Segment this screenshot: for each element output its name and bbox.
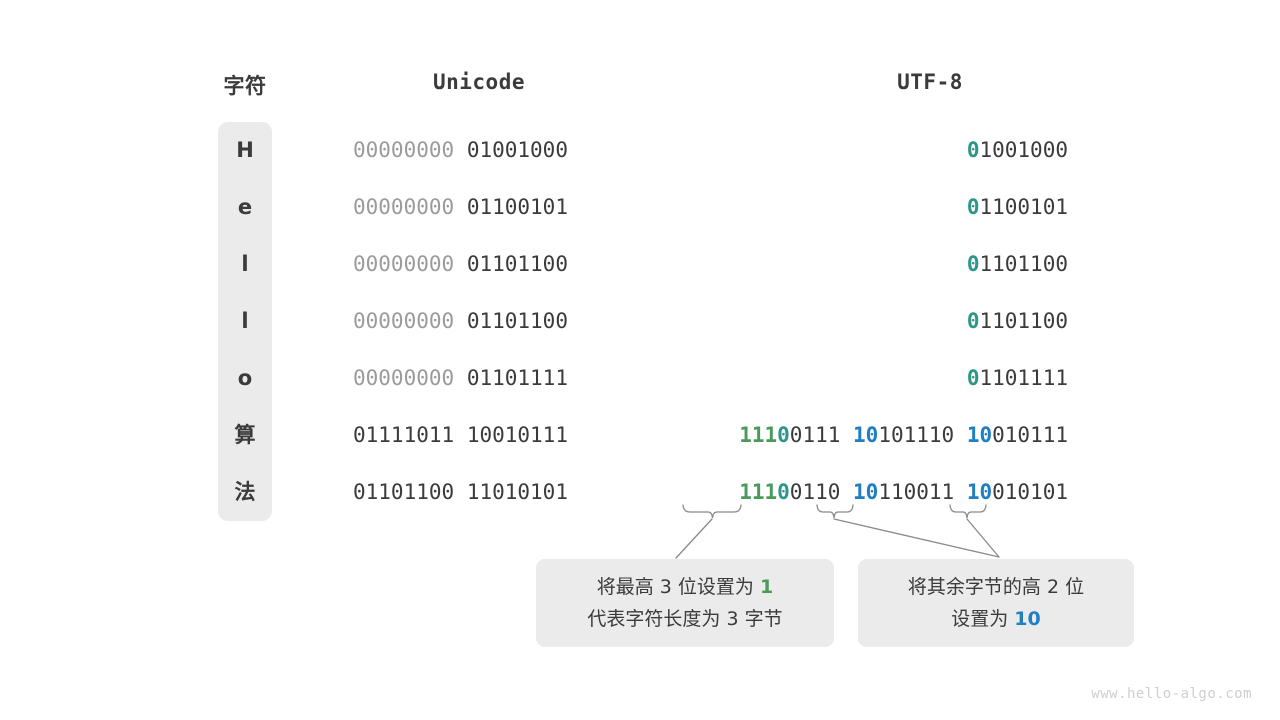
callout-right-line-2-text: 设置为	[951, 608, 1015, 630]
utf8-byte-payload: 010101	[992, 480, 1068, 504]
utf8-byte-payload: 101110	[878, 423, 955, 447]
unicode-low-byte: 01101100	[466, 252, 568, 276]
unicode-low-byte: 01101111	[466, 366, 568, 390]
utf8-byte-prefix: 10	[853, 480, 879, 504]
callout-left-highlight: 1	[759, 576, 774, 598]
column-header-character: 字符	[223, 74, 267, 98]
utf8-byte-payload: 0110	[789, 480, 841, 504]
utf8-byte-prefix-terminator: 0	[777, 423, 790, 447]
callout-right-line-2: 设置为 10	[876, 603, 1116, 635]
utf8-byte-prefix: 0	[966, 252, 980, 276]
cell-utf8: 11100110 10110011 10010101	[739, 464, 1068, 521]
utf8-byte-prefix: 111	[739, 423, 778, 447]
cell-character: 算	[234, 423, 256, 447]
utf8-byte-gap	[840, 423, 853, 447]
utf8-byte-prefix-terminator: 0	[777, 480, 790, 504]
unicode-byte-gap	[454, 252, 467, 276]
utf8-byte-payload: 010111	[992, 423, 1068, 447]
cell-character: l	[241, 252, 249, 276]
callout-continuation-bits: 将其余字节的高 2 位 设置为 10	[858, 559, 1134, 647]
utf8-byte-prefix: 0	[966, 309, 980, 333]
callout-leading-bits: 将最高 3 位设置为 1 代表字符长度为 3 字节	[536, 559, 834, 647]
cell-character: 法	[234, 480, 256, 504]
cell-utf8: 01100101	[967, 179, 1068, 236]
callout-left-line-1: 将最高 3 位设置为 1	[554, 571, 816, 603]
utf8-byte-payload: 1001000	[979, 138, 1068, 162]
unicode-high-byte: 00000000	[353, 309, 455, 333]
unicode-high-byte: 01111011	[353, 423, 455, 447]
unicode-byte-gap	[454, 309, 467, 333]
cell-utf8: 01101111	[967, 350, 1068, 407]
cell-unicode: 00000000 01101100	[353, 236, 609, 293]
unicode-low-byte: 01101100	[466, 309, 568, 333]
utf8-byte-prefix: 10	[853, 423, 879, 447]
unicode-high-byte: 00000000	[353, 138, 455, 162]
unicode-byte-gap	[454, 480, 467, 504]
utf8-byte-prefix: 111	[739, 480, 778, 504]
callout-left-line-2: 代表字符长度为 3 字节	[587, 608, 783, 630]
cell-character: l	[241, 309, 249, 333]
watermark: www.hello-algo.com	[1091, 686, 1252, 702]
unicode-byte-gap	[454, 195, 467, 219]
column-header-utf8: UTF-8	[897, 70, 963, 94]
cell-character: H	[236, 138, 254, 162]
unicode-low-byte: 10010111	[466, 423, 568, 447]
unicode-low-byte: 01100101	[466, 195, 568, 219]
unicode-byte-gap	[454, 423, 467, 447]
utf8-byte-gap	[954, 480, 967, 504]
unicode-low-byte: 11010101	[466, 480, 568, 504]
cell-utf8: 01101100	[967, 236, 1068, 293]
utf8-byte-payload: 1101100	[979, 309, 1068, 333]
utf8-byte-prefix: 10	[966, 480, 993, 504]
utf8-byte-gap	[954, 423, 967, 447]
utf8-byte-payload: 1100101	[979, 195, 1068, 219]
cell-unicode: 00000000 01100101	[353, 179, 609, 236]
cell-utf8: 11100111 10101110 10010111	[739, 407, 1068, 464]
unicode-high-byte: 00000000	[353, 366, 455, 390]
unicode-high-byte: 01101100	[353, 480, 455, 504]
cell-utf8: 01101100	[967, 293, 1068, 350]
utf8-byte-gap	[840, 480, 853, 504]
cell-unicode: 01101100 11010101	[353, 464, 609, 521]
utf8-byte-payload: 0111	[789, 423, 841, 447]
cell-unicode: 00000000 01001000	[353, 122, 609, 179]
utf8-byte-prefix: 10	[966, 423, 993, 447]
unicode-high-byte: 00000000	[353, 252, 455, 276]
cell-unicode: 00000000 01101100	[353, 293, 609, 350]
utf8-byte-prefix: 0	[966, 366, 980, 390]
unicode-high-byte: 00000000	[353, 195, 455, 219]
cell-utf8: 01001000	[967, 122, 1068, 179]
utf8-byte-prefix: 0	[966, 195, 980, 219]
unicode-low-byte: 01001000	[466, 138, 568, 162]
utf8-byte-prefix: 0	[966, 138, 980, 162]
cell-character: e	[237, 195, 253, 219]
character-column-pill	[218, 122, 272, 521]
unicode-byte-gap	[454, 366, 467, 390]
utf8-byte-payload: 110011	[878, 480, 955, 504]
callout-left-line-1-text: 将最高 3 位设置为	[596, 576, 760, 598]
cell-unicode: 00000000 01101111	[353, 350, 609, 407]
unicode-byte-gap	[454, 138, 467, 162]
utf8-byte-payload: 1101100	[979, 252, 1068, 276]
utf8-byte-payload: 1101111	[979, 366, 1068, 390]
cell-character: o	[237, 366, 253, 390]
callout-right-line-1: 将其余字节的高 2 位	[907, 576, 1085, 598]
callout-right-highlight: 10	[1014, 608, 1041, 630]
column-header-unicode: Unicode	[432, 70, 525, 94]
cell-unicode: 01111011 10010111	[353, 407, 609, 464]
